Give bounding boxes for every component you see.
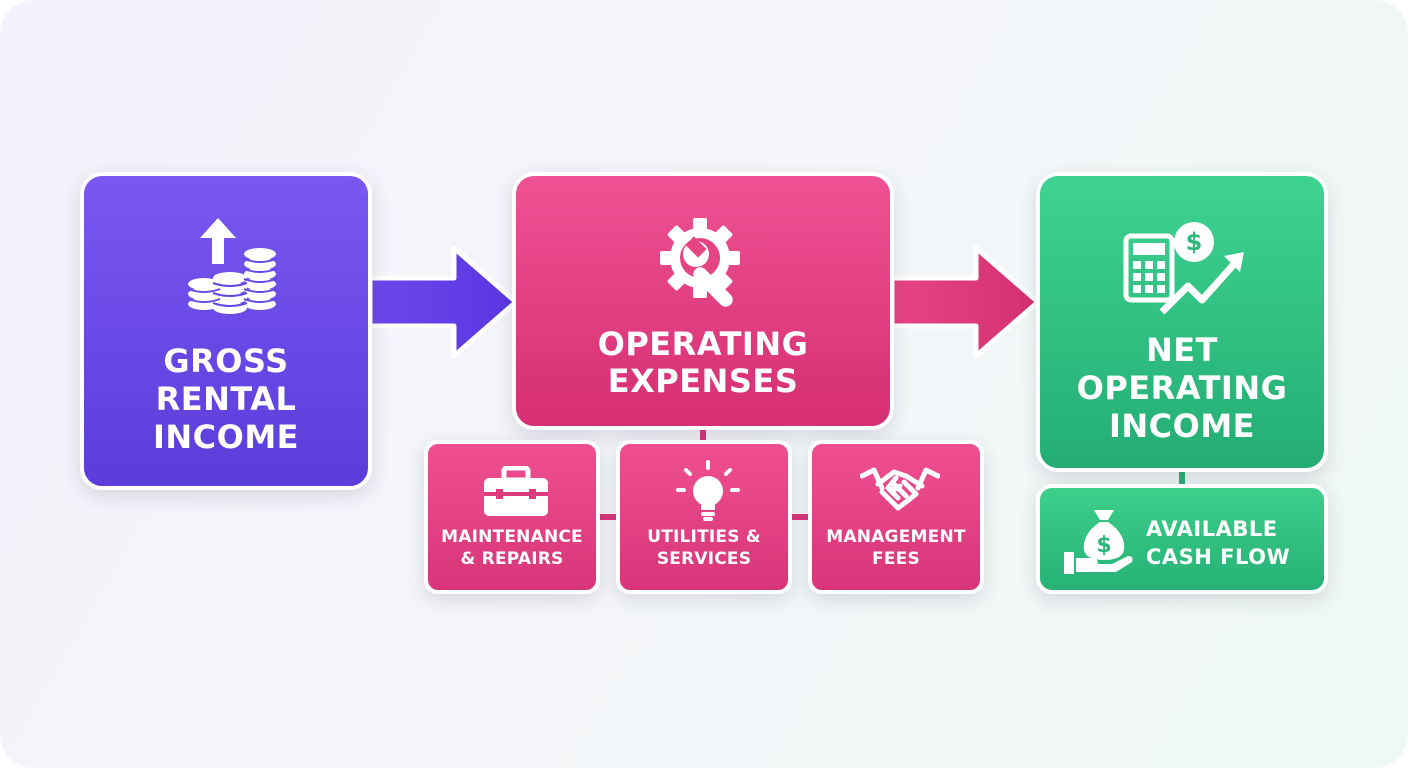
expense-item-management: MANAGEMENT FEES	[808, 440, 984, 594]
svg-text:$: $	[1096, 533, 1111, 558]
coins-up-icon	[187, 218, 277, 314]
toolbox-icon	[484, 466, 548, 516]
management-fees-label: MANAGEMENT FEES	[826, 527, 966, 569]
gross-rental-income-label: GROSS RENTAL INCOME	[152, 342, 300, 456]
maintenance-repairs-label: MAINTENANCE & REPAIRS	[441, 527, 583, 569]
operating-expenses-label: OPERATING EXPENSES	[597, 325, 809, 400]
net-operating-income-label: NET OPERATING INCOME	[1076, 331, 1288, 445]
flow-arrow-expenses-to-noi	[889, 245, 1041, 359]
svg-text:$: $	[1186, 228, 1203, 256]
lightbulb-icon	[676, 460, 740, 521]
flow-arrow-income-to-expenses	[367, 245, 519, 359]
available-cash-flow-label: AVAILABLE CASH FLOW	[1146, 517, 1291, 569]
gross-rental-income-box: GROSS RENTAL INCOME	[80, 172, 372, 490]
available-cash-flow-box: $ AVAILABLE CASH FLOW	[1036, 484, 1328, 594]
operating-expenses-box: OPERATING EXPENSES	[512, 172, 894, 430]
utilities-services-label: UTILITIES & SERVICES	[647, 527, 761, 569]
expense-item-maintenance: MAINTENANCE & REPAIRS	[424, 440, 600, 594]
gear-wrench-icon	[660, 218, 740, 307]
net-operating-income-box: $ NET OPERATING INCOME	[1036, 172, 1328, 472]
calculator-growth-icon: $	[1123, 222, 1244, 315]
money-bag-hand-icon: $	[1064, 510, 1133, 574]
expense-item-utilities: UTILITIES & SERVICES	[616, 440, 792, 594]
handshake-icon	[860, 467, 940, 511]
